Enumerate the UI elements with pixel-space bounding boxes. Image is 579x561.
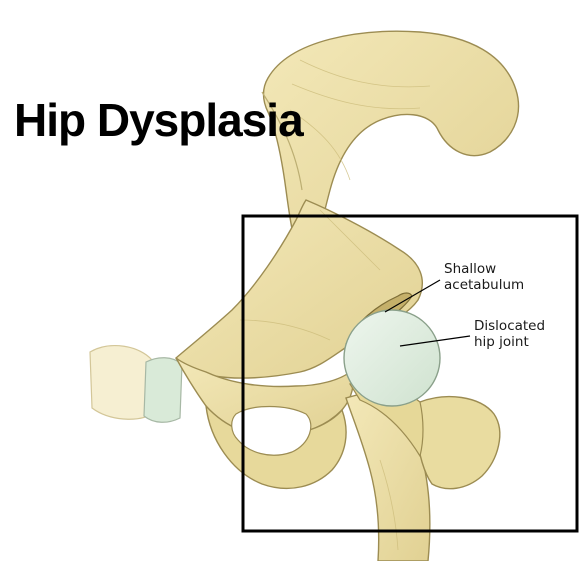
callout-shallow-line2: acetabulum — [444, 277, 524, 293]
dislocated-femoral-head — [344, 310, 440, 406]
pubic-symphysis — [144, 358, 182, 423]
callout-dislocated-line2: hip joint — [474, 334, 529, 350]
page-title: Hip Dysplasia — [14, 94, 304, 146]
callout-dislocated-line1: Dislocated — [474, 318, 545, 334]
callout-shallow-line1: Shallow — [444, 261, 496, 277]
greater-trochanter — [415, 397, 500, 489]
